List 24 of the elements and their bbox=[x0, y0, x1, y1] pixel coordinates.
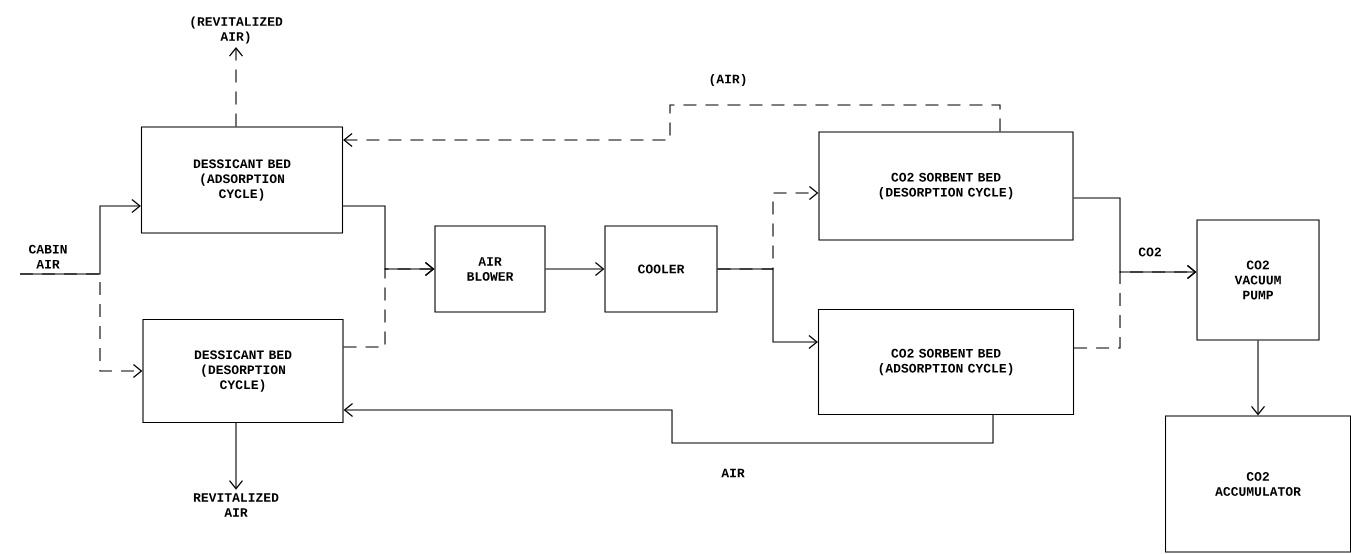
edge-label: AIR bbox=[719, 466, 747, 480]
process-box: COOLER bbox=[604, 225, 718, 313]
flow-arrow bbox=[1073, 264, 1197, 349]
edge-label: CO2 bbox=[1136, 245, 1164, 259]
flow-arrow bbox=[343, 104, 1001, 148]
stream-label: CABIN AIR bbox=[29, 244, 67, 269]
process-box: CO2 SORBENT BED (DESORPTION CYCLE) bbox=[818, 131, 1074, 241]
flow-arrow bbox=[1250, 340, 1266, 416]
process-box: CO2 SORBENT BED (ADSORPTION CYCLE) bbox=[817, 308, 1075, 416]
flow-arrow bbox=[343, 261, 435, 348]
stream-label: REVITALIZED AIR bbox=[193, 493, 279, 517]
flow-arrow bbox=[19, 273, 143, 379]
process-box: AIR BLOWER bbox=[434, 225, 546, 313]
flow-arrow bbox=[228, 47, 244, 127]
flow-arrow bbox=[545, 261, 605, 277]
edge-label: (AIR) bbox=[706, 71, 750, 89]
flow-arrow bbox=[717, 268, 818, 350]
flow-arrow bbox=[228, 422, 244, 490]
process-box: CO2 VACUUM PUMP bbox=[1196, 219, 1320, 341]
process-box: CO2 ACCUMULATOR bbox=[1164, 415, 1351, 553]
process-box: DESSICANT BED (ADSORPTION CYCLE) bbox=[140, 126, 344, 234]
stream-label: (REVITALIZED AIR) bbox=[191, 16, 283, 44]
process-box: DESSICANT BED (DESORPTION CYCLE) bbox=[142, 318, 344, 424]
flow-arrow bbox=[343, 402, 994, 444]
